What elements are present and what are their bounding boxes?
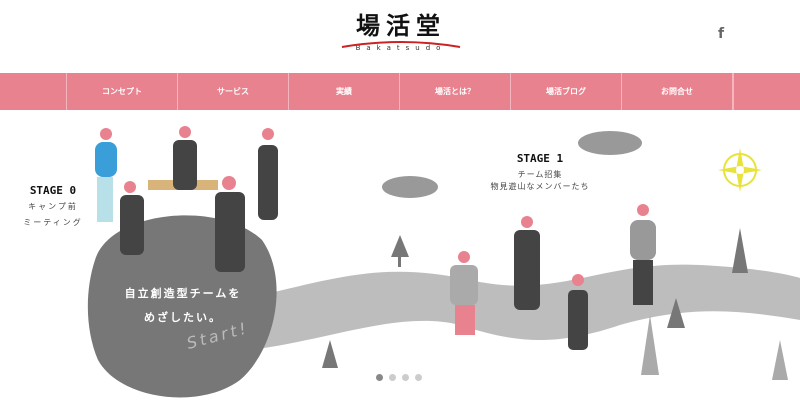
stage0-label: STAGE 0 キャンプ前 ミーティング <box>22 184 84 229</box>
nav-contact[interactable]: お問合せ <box>621 73 732 110</box>
hero-slider: STAGE 0 キャンプ前 ミーティング STAGE 1 チーム招集 物見遊山な… <box>0 110 800 404</box>
slider-dot-1[interactable] <box>376 374 383 381</box>
person <box>215 176 245 272</box>
slider-dot-3[interactable] <box>402 374 409 381</box>
nav-service[interactable]: サービス <box>177 73 288 110</box>
nav-results[interactable]: 実績 <box>288 73 399 110</box>
stage1-label: STAGE 1 チーム招集 物見遊山なメンバーたち <box>480 152 600 193</box>
slider-dot-4[interactable] <box>415 374 422 381</box>
facebook-icon[interactable]: f <box>718 26 725 42</box>
logo-arc <box>341 41 461 48</box>
logo-subtitle: Bakatsudo <box>355 44 447 52</box>
person <box>173 126 197 190</box>
person <box>630 204 656 305</box>
slider-dot-2[interactable] <box>389 374 396 381</box>
tree <box>322 340 338 368</box>
compass-icon <box>718 148 762 192</box>
nav-about[interactable]: 場活とは？ <box>399 73 510 110</box>
hero-message: 自立創造型チームを めざしたい。 <box>118 282 248 330</box>
site-header: 場活堂 Bakatsudo f <box>0 0 800 72</box>
cloud <box>382 176 438 198</box>
person <box>258 128 278 220</box>
person <box>514 216 540 310</box>
main-nav: コンセプト サービス 実績 場活とは？ 場活ブログ お問合せ <box>0 73 800 110</box>
person <box>120 181 144 255</box>
tree <box>667 298 685 328</box>
stage0-title: STAGE 0 <box>29 184 77 197</box>
slider-dots <box>376 374 422 381</box>
person <box>568 274 588 350</box>
tree <box>641 315 659 375</box>
stage0-desc-1: キャンプ前 <box>28 202 78 211</box>
tree <box>732 228 748 273</box>
hero-message-line2: めざしたい。 <box>144 311 222 324</box>
stage0-desc-2: ミーティング <box>23 218 83 227</box>
stage1-title: STAGE 1 <box>516 152 564 165</box>
person <box>95 128 117 222</box>
nav-blog[interactable]: 場活ブログ <box>510 73 621 110</box>
hero-message-line1: 自立創造型チームを <box>124 287 242 300</box>
person <box>450 251 478 335</box>
hero-illustration <box>87 126 800 398</box>
logo-text: 場活堂 <box>356 12 446 40</box>
stage1-desc-2: 物見遊山なメンバーたち <box>490 182 590 191</box>
stage1-desc-1: チーム招集 <box>517 170 563 179</box>
logo[interactable]: 場活堂 Bakatsudo <box>340 12 462 52</box>
nav-concept[interactable]: コンセプト <box>66 73 177 110</box>
tree <box>391 235 409 267</box>
nav-divider <box>732 73 734 110</box>
cloud <box>578 131 642 155</box>
tree <box>772 340 788 380</box>
